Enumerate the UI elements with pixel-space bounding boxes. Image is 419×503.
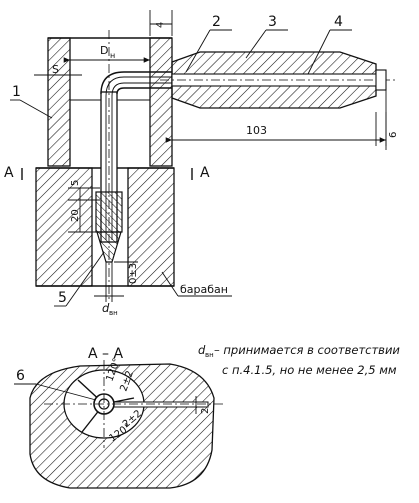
dim-wall-thickness: S (52, 63, 59, 76)
callout-3: 3 (268, 14, 277, 30)
callout-6: 6 (16, 368, 25, 384)
section-view: A – A 120° 2±2 120° 2±2 2 6 (14, 346, 226, 489)
callout-2: 2 (212, 14, 221, 30)
dim-length: 103 (246, 124, 267, 137)
dim-section-gap: 2 (200, 408, 211, 414)
dim-bore-sub: вн (109, 309, 118, 317)
note-line-1: – принимается в соответствии (214, 343, 400, 357)
note-symbol: d (198, 343, 206, 357)
section-mark-right: A (200, 165, 210, 181)
main-view: 103 6 4 D н S 5 20 0±3 d вн (4, 10, 399, 317)
drum-wall-left (35, 167, 93, 287)
dim-pipe-end: 6 (388, 132, 399, 138)
sleeve-wall-right (149, 37, 173, 167)
section-slot (111, 401, 209, 408)
dim-outer-diameter-sub: н (110, 51, 115, 60)
section-mark-left: A (4, 165, 14, 181)
note: d вн – принимается в соответствии с п.4.… (198, 343, 400, 377)
dim-bore: d (102, 301, 110, 315)
drum-wall-right (127, 167, 175, 287)
dim-depth: 20 (70, 209, 81, 222)
section-title: A – A (88, 346, 123, 362)
sleeve-wall-left (47, 37, 71, 167)
dim-wall-gap: 4 (155, 22, 166, 28)
callout-5: 5 (58, 290, 67, 306)
dim-outer-diameter: D (100, 44, 108, 57)
dim-tip: 0±3 (128, 263, 139, 284)
callout-1: 1 (12, 84, 21, 100)
note-line-2: с п.4.1.5, но не менее 2,5 мм (222, 363, 397, 377)
drum-label: барабан (180, 283, 228, 296)
note-symbol-sub: вн (205, 351, 214, 359)
callout-4: 4 (334, 14, 343, 30)
dim-gap: 5 (70, 180, 81, 186)
